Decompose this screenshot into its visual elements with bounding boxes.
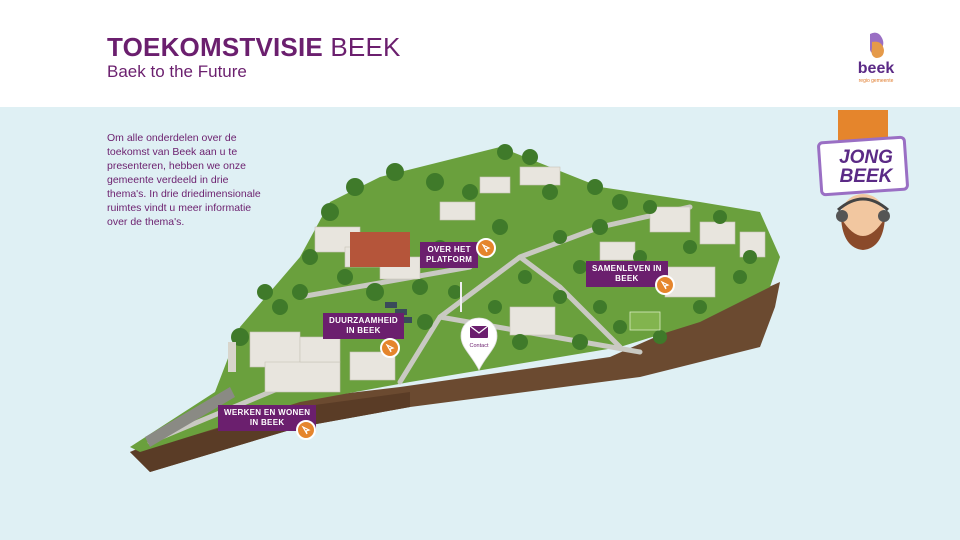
hotspot-label-line1: DUURZAAMHEID <box>329 316 398 325</box>
jong-beek-button[interactable]: JONG BEEK <box>808 108 918 258</box>
hotspot-over-het-platform-badge[interactable] <box>476 238 496 258</box>
pointer-icon <box>385 343 395 353</box>
jong-beek-text: JONG BEEK <box>826 148 906 186</box>
hotspot-label-line2: BEEK <box>615 274 639 283</box>
contact-label: Contact <box>469 343 489 349</box>
page-title: TOEKOMSTVISIE BEEK <box>107 32 401 63</box>
beek-logo-icon <box>870 32 884 58</box>
logo-text: beek <box>857 60 895 77</box>
jong-beek-line1: JONG <box>839 147 893 168</box>
jong-beek-character-icon <box>817 110 909 250</box>
map-runway <box>145 387 235 447</box>
hotspot-werken-en-wonen-badge[interactable] <box>296 420 316 440</box>
jong-beek-line2: BEEK <box>839 166 893 187</box>
map-town-square <box>350 232 410 267</box>
hotspot-duurzaamheid[interactable]: DUURZAAMHEID IN BEEK <box>323 313 404 339</box>
contact-marker[interactable]: Contact <box>459 316 499 372</box>
beek-logo[interactable]: beek regio gemeente <box>848 30 904 86</box>
map-tower <box>228 342 236 372</box>
title-bold: TOEKOMSTVISIE <box>107 32 323 62</box>
page-subtitle: Baek to the Future <box>107 62 247 81</box>
map-trees <box>231 144 757 354</box>
hotspot-duurzaamheid-badge[interactable] <box>380 338 400 358</box>
pointer-icon <box>481 243 491 253</box>
hotspot-over-het-platform[interactable]: OVER HET PLATFORM <box>420 242 479 268</box>
map-pin-icon <box>460 317 498 371</box>
hotspot-samenleven[interactable]: SAMENLEVEN IN BEEK <box>586 261 668 287</box>
pointer-icon <box>660 280 670 290</box>
hotspot-label-line1: WERKEN EN WONEN <box>224 408 311 417</box>
hotspot-label-line2: PLATFORM <box>426 255 473 264</box>
hotspot-label-line1: OVER HET <box>427 245 471 254</box>
hotspot-label-line2: IN BEEK <box>249 418 285 427</box>
intro-text: Om alle onderdelen over de toekomst van … <box>107 132 261 228</box>
map-soil-dark <box>130 392 410 472</box>
header: TOEKOMSTVISIE BEEK Baek to the Future be… <box>0 0 960 107</box>
map-sports-field <box>629 311 661 331</box>
title-light: BEEK <box>330 32 401 62</box>
hotspot-samenleven-badge[interactable] <box>655 275 675 295</box>
hotspot-label-line1: SAMENLEVEN IN <box>592 264 662 273</box>
logo-tagline: regio gemeente <box>858 78 894 84</box>
hotspot-label-line2: IN BEEK <box>346 326 381 335</box>
pointer-icon <box>301 425 311 435</box>
